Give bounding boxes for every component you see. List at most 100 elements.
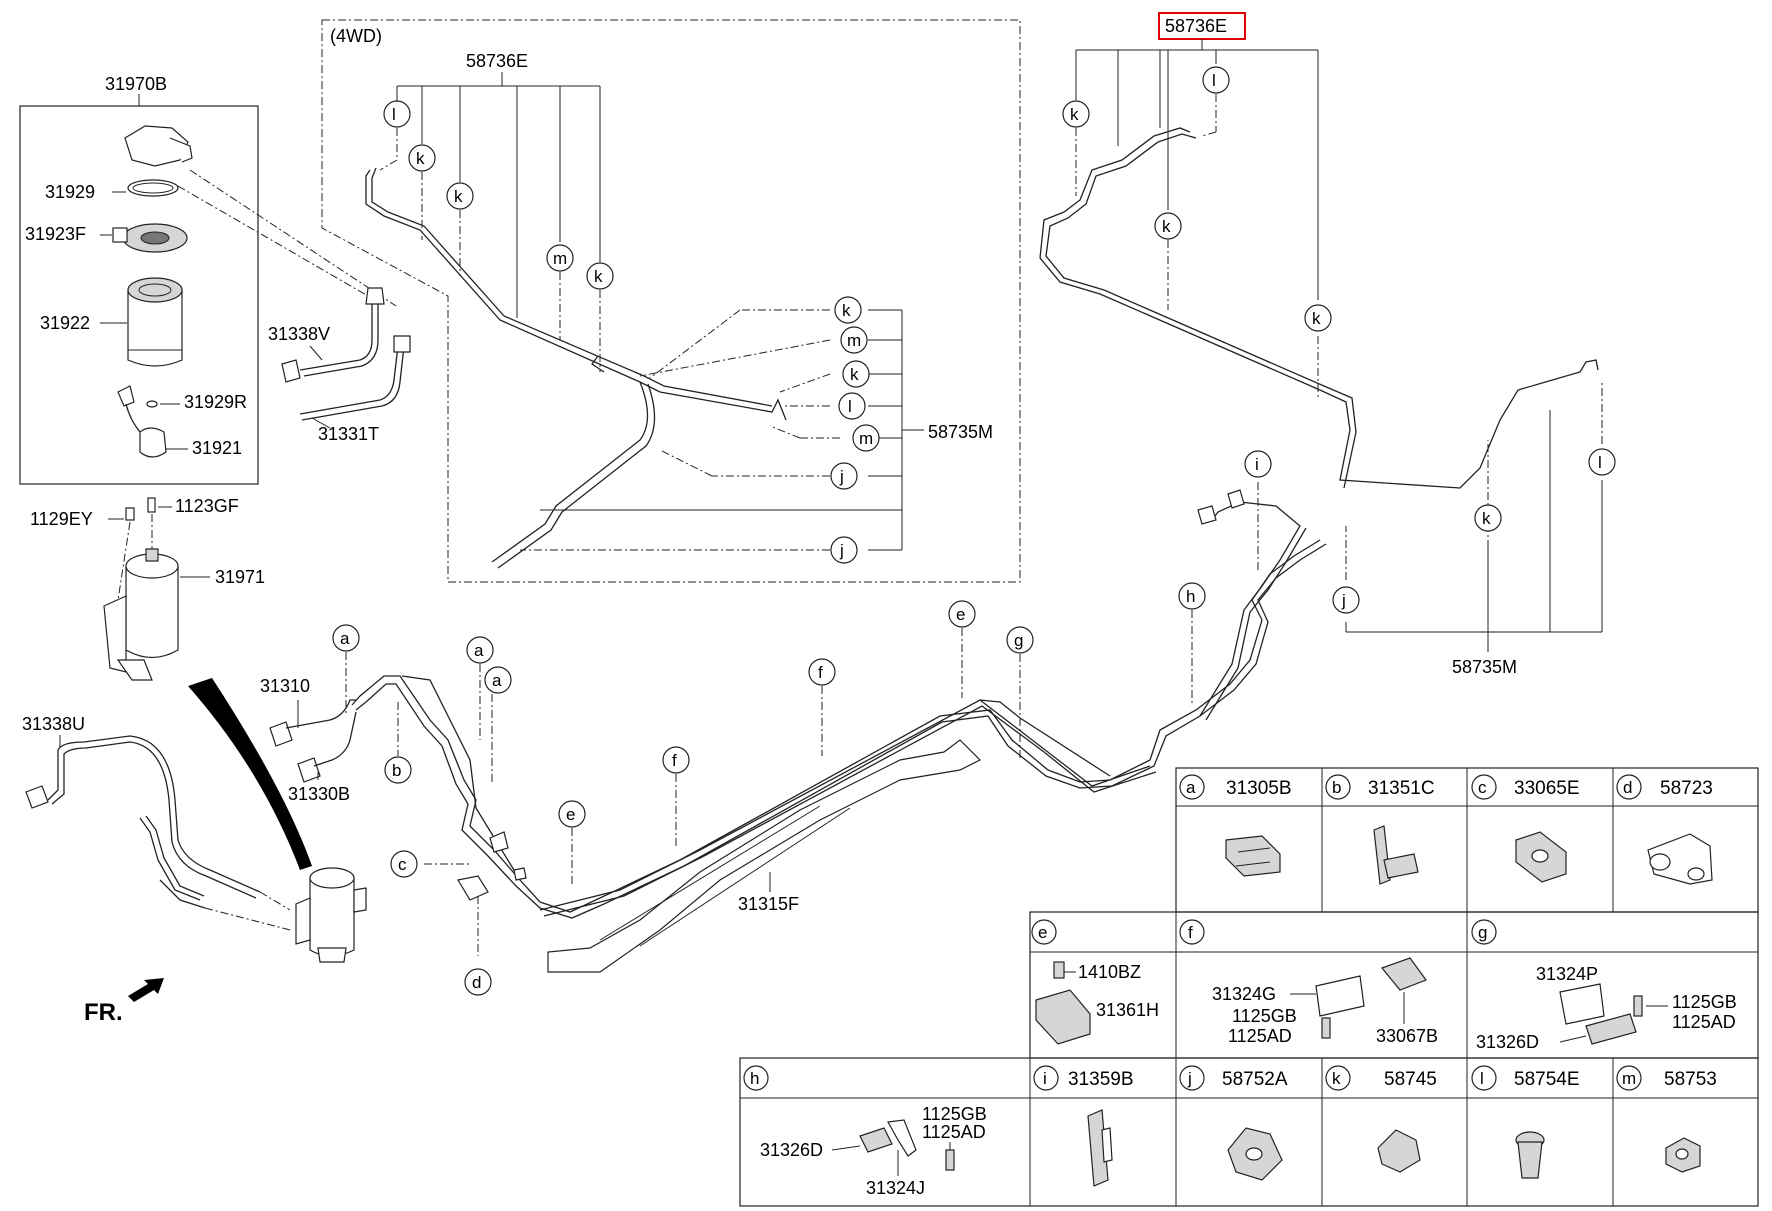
legend-part-31324P: 31324P — [1536, 964, 1598, 984]
svg-text:c: c — [398, 855, 407, 874]
callout-l-1: l — [383, 100, 411, 128]
callout-f-2: f — [662, 746, 690, 774]
bolt-group: 1129EY 1123GF — [30, 496, 239, 601]
callout-circles: l k k m k k m k l m j j k l k k l k j i … — [332, 66, 1616, 996]
svg-text:j: j — [1341, 591, 1346, 610]
svg-text:l: l — [1212, 71, 1216, 90]
callout-j-2: j — [830, 536, 858, 564]
callout-f-1: f — [808, 658, 836, 686]
callout-a-1: a — [332, 624, 360, 652]
svg-text:m: m — [847, 331, 861, 350]
main-pipe-group: 31315F 31310 31330B — [260, 482, 1327, 973]
legend-part-58753: 58753 — [1664, 1069, 1717, 1090]
svg-text:k: k — [1162, 217, 1171, 236]
legend-cell-e: e 1410BZ 31361H — [1031, 919, 1159, 1045]
legend-cell-c: c 33065E — [1471, 774, 1580, 883]
legend-part-31324G: 31324G — [1212, 984, 1276, 1004]
callout-c-1: c — [390, 850, 418, 878]
part-label-31921: 31921 — [192, 438, 242, 458]
svg-text:c: c — [1478, 778, 1487, 797]
svg-text:e: e — [956, 605, 965, 624]
callout-k-4: k — [834, 296, 862, 324]
svg-text:h: h — [750, 1069, 759, 1088]
svg-text:f: f — [672, 751, 677, 770]
svg-text:m: m — [553, 249, 567, 268]
callout-d-1: d — [464, 968, 492, 996]
part-label-58736E-right: 58736E — [1165, 16, 1227, 36]
callout-k-1: k — [408, 144, 436, 172]
callout-g-1: g — [1006, 626, 1034, 654]
legend-part-1410BZ: 1410BZ — [1078, 962, 1141, 982]
callout-b-1: b — [384, 756, 412, 784]
fuel-filter-lower — [309, 877, 355, 957]
filter-housing: 31971 — [103, 548, 265, 681]
legend-cell-h: h 1125GB 1125AD 31326D 31324J — [743, 1065, 987, 1198]
legend-part-31305B: 31305B — [1226, 778, 1292, 799]
fwd-label: (4WD) — [330, 26, 382, 46]
svg-text:b: b — [392, 761, 401, 780]
svg-text:b: b — [1332, 778, 1341, 797]
callout-k-5: k — [842, 360, 870, 388]
fwd-detail-group: (4WD) 58736E 58735M — [321, 19, 1021, 583]
part-label-31929: 31929 — [45, 182, 95, 202]
svg-text:l: l — [392, 105, 396, 124]
svg-text:k: k — [1332, 1069, 1341, 1088]
pipe-bracket-frame — [547, 739, 982, 973]
water-sensor — [139, 427, 167, 458]
svg-text:j: j — [839, 541, 844, 560]
legend-part-1125AD-f: 1125AD — [1228, 1026, 1292, 1046]
callout-h-1: h — [1178, 582, 1206, 610]
svg-text:l: l — [1598, 453, 1602, 472]
legend-part-31326D-h: 31326D — [760, 1140, 823, 1160]
filter-assembly-group: 31970B 31929 31923F 31922 31929R 31921 — [19, 74, 259, 485]
legend-part-1125GB-g: 1125GB — [1672, 992, 1737, 1012]
front-indicator: FR. — [84, 978, 164, 1026]
front-label: FR. — [84, 999, 123, 1026]
svg-text:f: f — [818, 663, 823, 682]
svg-text:h: h — [1186, 587, 1195, 606]
part-label-58735M-left: 58735M — [928, 422, 993, 442]
legend-part-58723: 58723 — [1660, 778, 1713, 799]
svg-text:a: a — [492, 671, 502, 690]
callout-m-1: m — [546, 244, 574, 272]
callout-k-2: k — [446, 182, 474, 210]
svg-text:a: a — [340, 629, 350, 648]
svg-text:i: i — [1255, 455, 1259, 474]
right-pipe-group: 58736E 58735M — [1039, 12, 1603, 677]
legend-cell-d: d 58723 — [1616, 774, 1713, 885]
svg-text:j: j — [839, 467, 844, 486]
svg-text:k: k — [1070, 105, 1079, 124]
legend-cell-l: l 58754E — [1471, 1065, 1580, 1179]
hose-group-upper: 31338V 31331T — [177, 169, 411, 444]
legend-cell-b: b 31351C — [1325, 774, 1435, 885]
svg-text:e: e — [1038, 923, 1047, 942]
callout-a-3: a — [484, 666, 512, 694]
svg-text:g: g — [1478, 923, 1487, 942]
svg-text:m: m — [1622, 1069, 1636, 1088]
part-label-1129EY: 1129EY — [30, 509, 93, 529]
svg-text:j: j — [1187, 1069, 1192, 1088]
part-label-1123GF: 1123GF — [175, 496, 239, 516]
location-arrow — [188, 678, 312, 870]
callout-k-9: k — [1474, 504, 1502, 532]
callout-j-3: j — [1332, 586, 1360, 614]
o-ring — [127, 179, 179, 197]
part-label-31971: 31971 — [215, 567, 265, 587]
legend-part-1125AD-h: 1125AD — [922, 1122, 986, 1142]
svg-text:l: l — [1480, 1069, 1484, 1088]
part-label-31330B: 31330B — [288, 784, 350, 804]
svg-text:k: k — [416, 149, 425, 168]
svg-text:d: d — [1623, 778, 1632, 797]
part-label-31970B: 31970B — [105, 74, 167, 94]
callout-e-2: e — [558, 800, 586, 828]
callout-i-1: i — [1244, 450, 1272, 478]
legend-part-33065E: 33065E — [1514, 778, 1580, 799]
callout-m-3: m — [852, 424, 880, 452]
svg-text:i: i — [1043, 1069, 1047, 1088]
callout-k-6: k — [1062, 100, 1090, 128]
part-label-31338V: 31338V — [268, 324, 330, 344]
svg-text:k: k — [850, 365, 859, 384]
part-label-31929R: 31929R — [184, 392, 247, 412]
svg-text:k: k — [1482, 509, 1491, 528]
svg-text:f: f — [1188, 923, 1193, 942]
